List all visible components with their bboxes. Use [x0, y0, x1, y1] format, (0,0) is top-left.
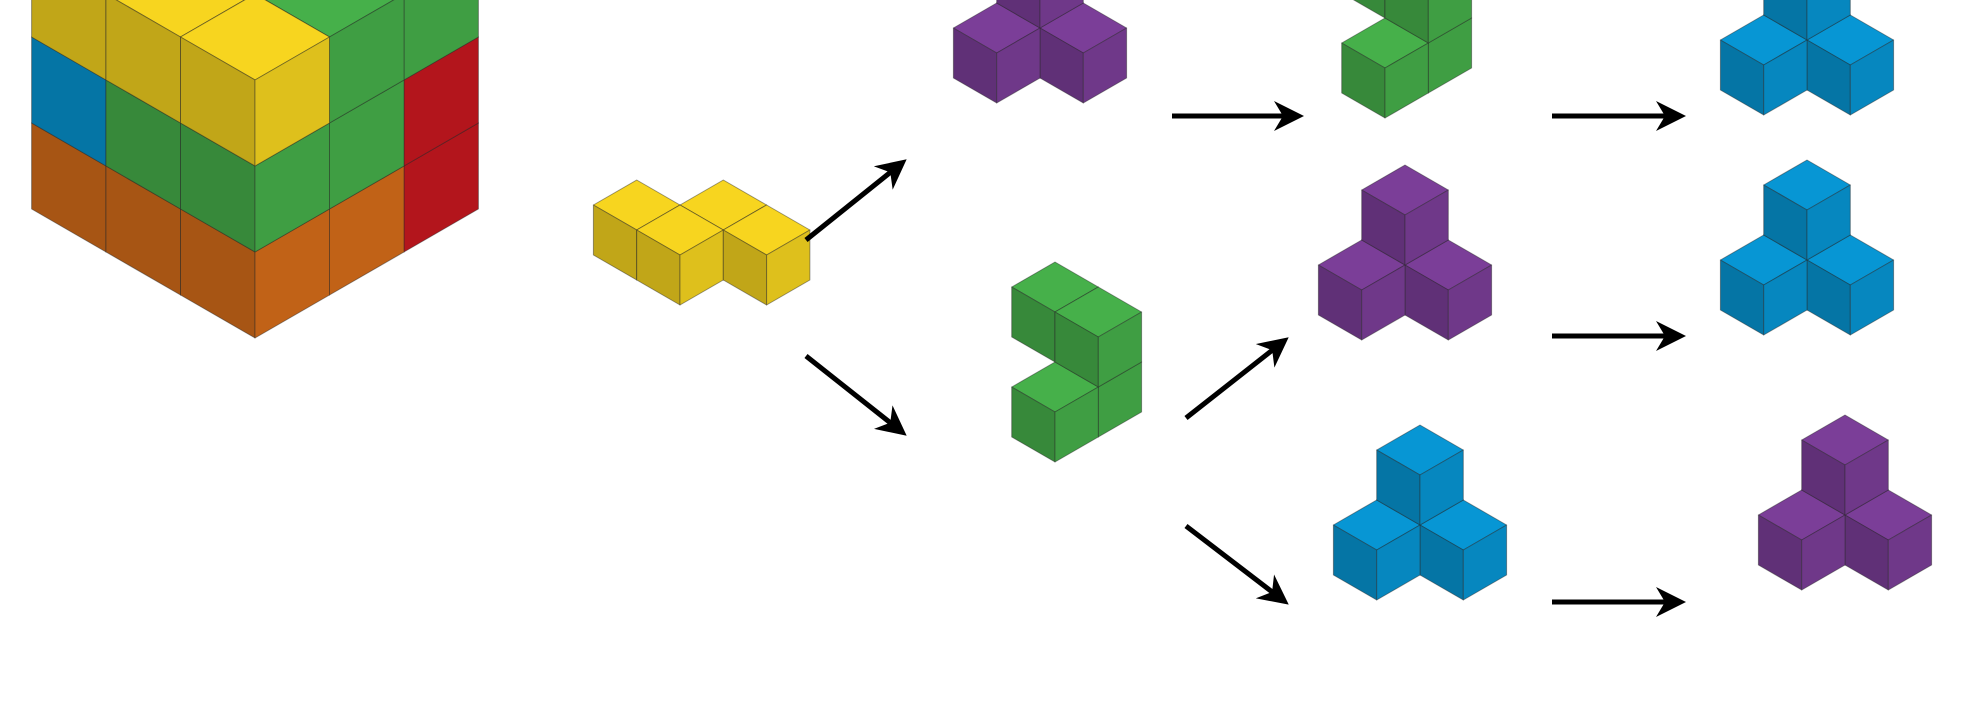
yellow-piece-block — [636, 204, 724, 306]
block-right-face — [1806, 184, 1851, 261]
arrows-group — [804, 101, 1686, 617]
arrow — [804, 159, 907, 242]
arrow — [1184, 524, 1289, 605]
purple-piece-middle — [1317, 164, 1493, 341]
block-right-face — [1462, 524, 1508, 601]
block-right-face — [1849, 259, 1895, 336]
block-right-face — [254, 36, 330, 167]
yellow-piece — [592, 179, 811, 306]
block-right-face — [1849, 39, 1895, 116]
green-piece-middle — [1011, 261, 1143, 463]
purple-piece-bottom-block — [1757, 489, 1846, 591]
block-right-face — [1806, 0, 1851, 41]
green-piece-middle-block — [1054, 286, 1143, 388]
blue-piece-bottom — [1332, 424, 1508, 601]
block-right-face — [1887, 514, 1933, 591]
blue-piece-top — [1719, 0, 1895, 116]
pieces-group — [592, 0, 1933, 601]
block-right-face — [1361, 264, 1406, 341]
block-right-face — [1844, 439, 1889, 516]
blue-piece-top-block — [1763, 0, 1851, 41]
block-left-face — [1352, 0, 1386, 19]
purple-piece-top-block — [996, 0, 1084, 29]
block-right-face — [1419, 449, 1464, 526]
block-right-face — [1039, 0, 1084, 29]
purple-piece-middle-block — [1361, 164, 1449, 266]
blue-piece-middle-block — [1763, 159, 1851, 261]
blue-piece-middle — [1719, 159, 1895, 336]
blue-piece-bottom-block — [1376, 424, 1464, 526]
block-right-face — [1801, 514, 1846, 591]
block-right-face — [1054, 386, 1099, 463]
block-right-face — [1404, 189, 1449, 266]
block-right-face — [1763, 259, 1808, 336]
purple-piece-bottom-block — [1801, 414, 1889, 516]
purple-piece-top — [952, 0, 1128, 104]
assembled-cube — [31, 0, 479, 339]
block-right-face — [1376, 524, 1421, 601]
purple-piece-bottom — [1757, 414, 1933, 591]
arrow — [804, 354, 907, 436]
block-right-face — [1447, 264, 1493, 341]
block-right-face — [1097, 311, 1143, 388]
block-right-face — [1763, 39, 1808, 116]
yellow-piece-block — [722, 204, 811, 306]
assembled-cube-block — [180, 0, 330, 167]
block-right-face — [1384, 42, 1429, 119]
block-right-face — [766, 229, 811, 306]
block-right-face — [1082, 27, 1128, 104]
block-right-face — [1427, 0, 1473, 44]
block-right-face — [996, 27, 1041, 104]
green-piece-top — [1341, 0, 1473, 119]
green-piece-top-block — [1384, 0, 1473, 44]
purple-piece-top-block — [952, 2, 1041, 104]
arrow — [1184, 337, 1289, 420]
